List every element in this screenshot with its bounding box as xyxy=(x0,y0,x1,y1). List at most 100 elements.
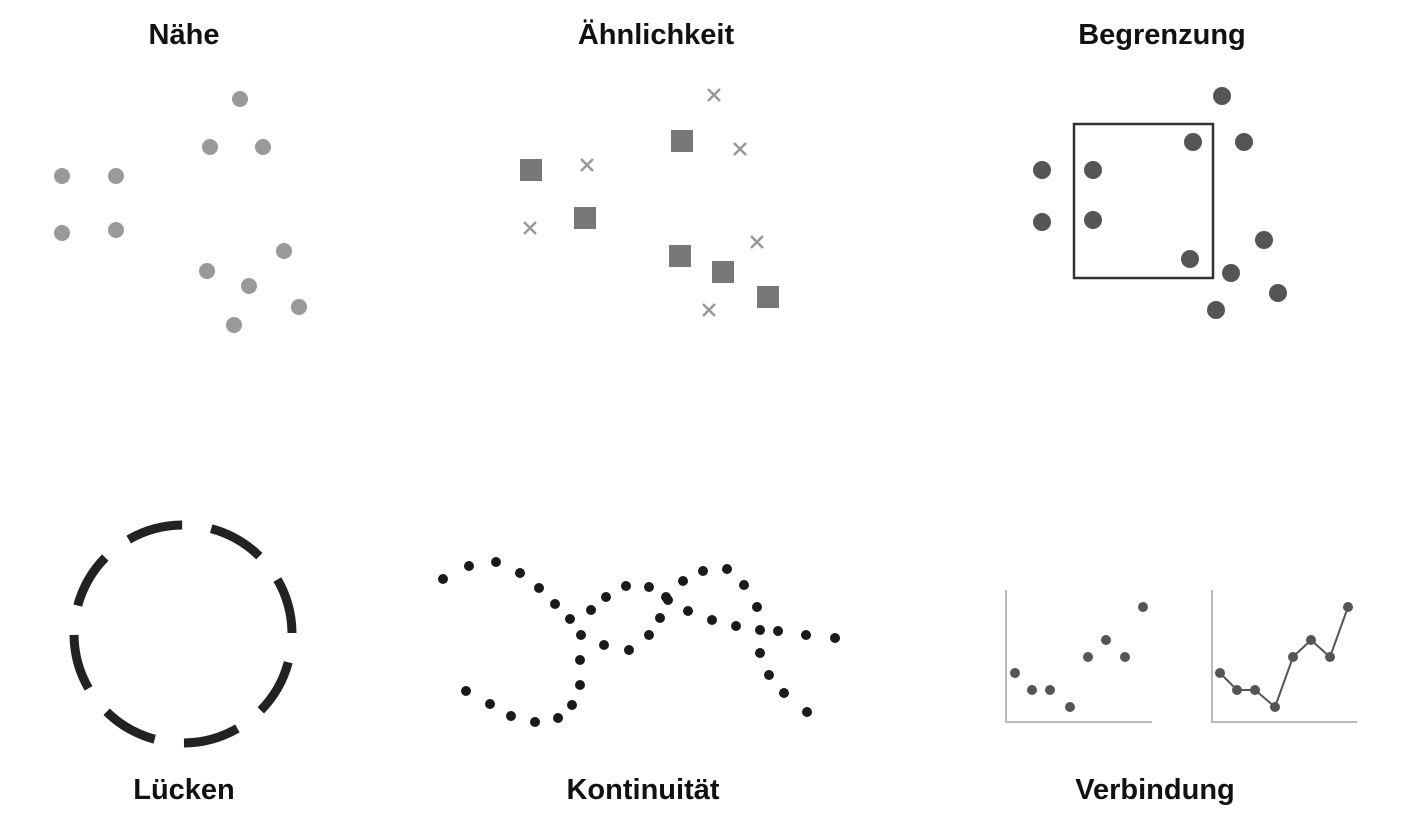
dot xyxy=(1010,668,1020,678)
dot xyxy=(515,568,525,578)
dot xyxy=(464,561,474,571)
dot xyxy=(226,317,242,333)
dot xyxy=(752,602,762,612)
x-mark xyxy=(733,142,747,156)
dot xyxy=(1033,161,1051,179)
dot xyxy=(830,633,840,643)
dot xyxy=(698,566,708,576)
dot xyxy=(485,699,495,709)
dot xyxy=(108,168,124,184)
enclosure-panel xyxy=(1033,87,1287,319)
dot xyxy=(1083,652,1093,662)
square-mark xyxy=(757,286,779,308)
dot xyxy=(779,688,789,698)
dot xyxy=(1207,301,1225,319)
dot xyxy=(1120,652,1130,662)
dot xyxy=(54,225,70,241)
x-mark xyxy=(580,158,594,172)
title-similarity: Ähnlichkeit xyxy=(577,19,735,51)
square-mark xyxy=(712,261,734,283)
dot xyxy=(1101,635,1111,645)
square-mark xyxy=(671,130,693,152)
dot xyxy=(1027,685,1037,695)
dot xyxy=(534,583,544,593)
connected-dot xyxy=(1343,602,1353,612)
dot xyxy=(801,630,811,640)
enclosure-box xyxy=(1072,122,1215,280)
dot xyxy=(232,91,248,107)
dot xyxy=(663,595,673,605)
dot xyxy=(506,711,516,721)
dot xyxy=(624,645,634,655)
dot xyxy=(773,626,783,636)
dot xyxy=(1065,702,1075,712)
left-chart-axes xyxy=(1005,590,1152,723)
dot xyxy=(586,605,596,615)
similarity-panel xyxy=(520,88,779,317)
dot xyxy=(199,263,215,279)
dot xyxy=(707,615,717,625)
dot xyxy=(678,576,688,586)
dot xyxy=(461,686,471,696)
dot xyxy=(550,599,560,609)
dot xyxy=(755,648,765,658)
dot xyxy=(1033,213,1051,231)
connected-dot xyxy=(1306,635,1316,645)
connected-dot xyxy=(1250,685,1260,695)
square-mark xyxy=(574,207,596,229)
dot xyxy=(1269,284,1287,302)
dot xyxy=(108,222,124,238)
connected-dot xyxy=(1325,652,1335,662)
title-closure: Lücken xyxy=(133,774,235,806)
dot xyxy=(599,640,609,650)
dot xyxy=(1138,602,1148,612)
dot xyxy=(755,625,765,635)
dot xyxy=(1184,133,1202,151)
dot xyxy=(54,168,70,184)
dot xyxy=(764,670,774,680)
dot xyxy=(202,139,218,155)
dot xyxy=(644,630,654,640)
dot xyxy=(567,700,577,710)
dot xyxy=(1045,685,1055,695)
title-continuity: Kontinuität xyxy=(566,774,720,806)
square-mark xyxy=(520,159,542,181)
connected-dot xyxy=(1270,702,1280,712)
dot xyxy=(739,580,749,590)
dot xyxy=(241,278,257,294)
dot xyxy=(575,655,585,665)
dot xyxy=(575,680,585,690)
x-mark xyxy=(702,303,716,317)
connection-panel xyxy=(1005,590,1357,723)
connected-dot xyxy=(1232,685,1242,695)
dot xyxy=(255,139,271,155)
dot xyxy=(601,592,611,602)
dot xyxy=(276,243,292,259)
continuity-panel xyxy=(438,557,840,727)
right-chart-axes xyxy=(1211,590,1357,723)
x-mark xyxy=(707,88,721,102)
dot xyxy=(722,564,732,574)
x-mark xyxy=(523,221,537,235)
dot xyxy=(1255,231,1273,249)
dot xyxy=(553,713,563,723)
dot xyxy=(644,582,654,592)
dot xyxy=(683,606,693,616)
dot xyxy=(576,630,586,640)
title-connection: Verbindung xyxy=(1075,774,1235,806)
dot xyxy=(530,717,540,727)
dot xyxy=(655,613,665,623)
dot xyxy=(565,614,575,624)
dot xyxy=(491,557,501,567)
dot xyxy=(621,581,631,591)
closure-panel xyxy=(69,520,297,748)
dot xyxy=(1235,133,1253,151)
connected-dot xyxy=(1215,668,1225,678)
dot xyxy=(438,574,448,584)
square-mark xyxy=(669,245,691,267)
proximity-panel xyxy=(54,91,307,333)
dot xyxy=(1084,211,1102,229)
dot xyxy=(802,707,812,717)
title-proximity: Nähe xyxy=(148,19,220,51)
